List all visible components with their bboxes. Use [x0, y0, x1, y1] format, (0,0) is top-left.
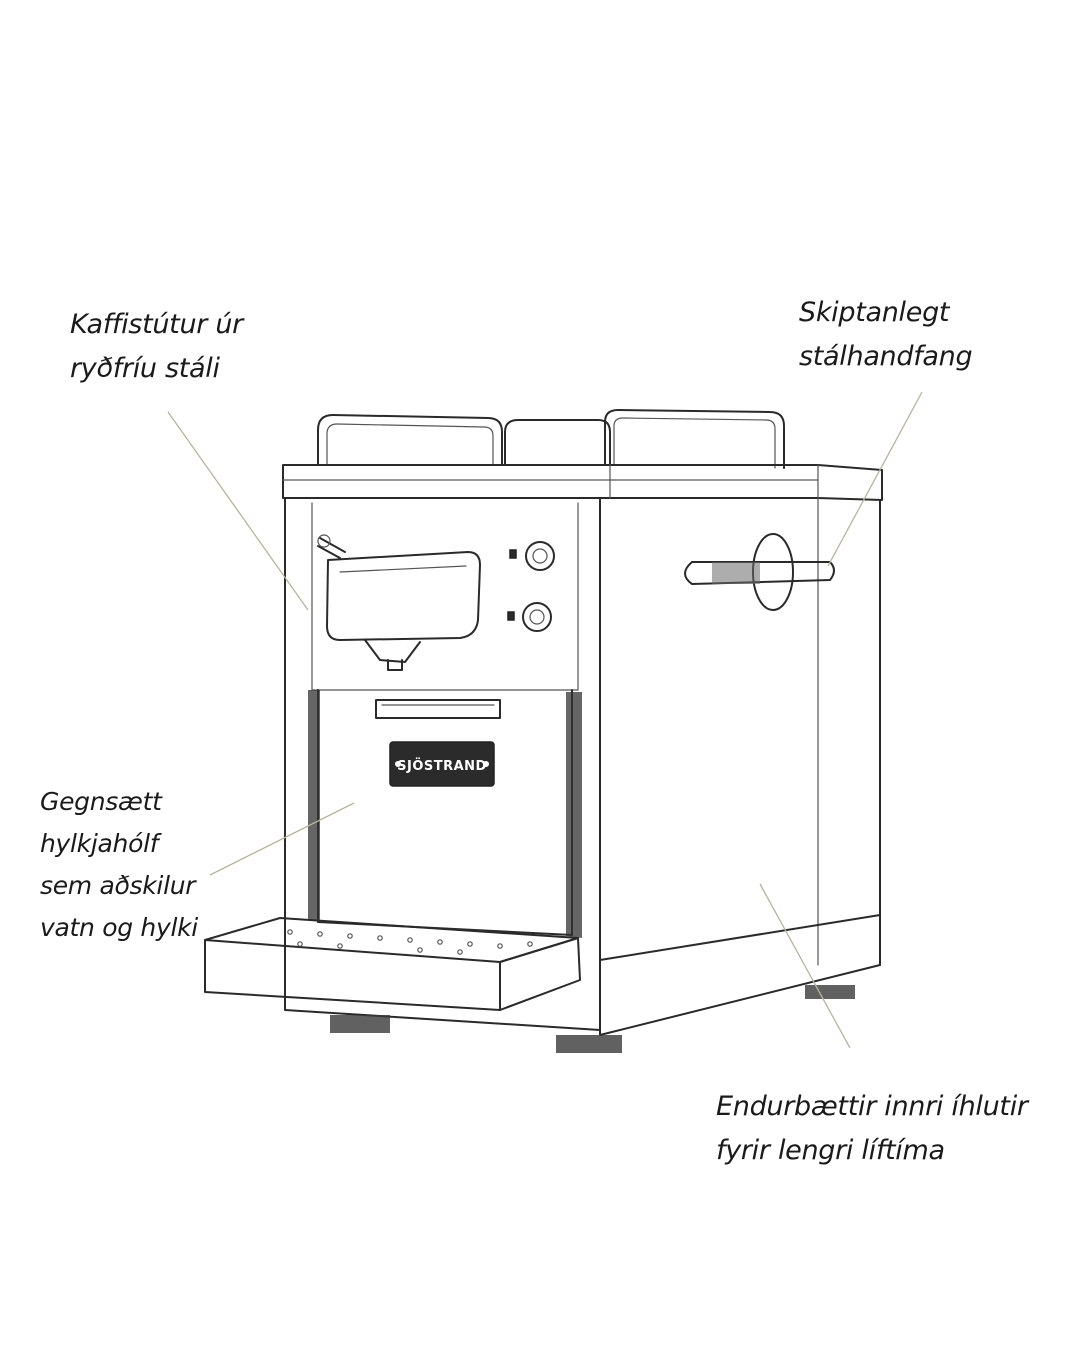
callout-spout-line-1: Kaffistútur úr	[70, 309, 243, 340]
capsule-chamber	[308, 689, 582, 938]
leader-handle	[827, 391, 923, 567]
callout-spout: Kaffistútur úr ryðfríu stáli	[70, 303, 243, 391]
callout-capsule: Gegnsætt hylkjahólf sem aðskilur vatn og…	[40, 781, 198, 949]
leader-capsule	[209, 802, 355, 876]
machine-lid	[282, 464, 883, 501]
control-knobs	[507, 541, 555, 632]
leader-lines	[167, 391, 923, 1049]
leader-internal	[759, 883, 851, 1049]
brand-plate: SJÖSTRAND	[397, 758, 487, 774]
top-handle-left	[317, 414, 503, 466]
callout-internal: Endurbættir innri íhlutir fyrir lengri l…	[716, 1085, 1028, 1173]
drip-tray	[204, 917, 581, 1011]
callout-handle-line-1: Skiptanlegt	[799, 297, 950, 328]
callout-capsule-line-3: sem aðskilur	[40, 871, 196, 900]
callout-handle-line-2: stálhandfang	[799, 341, 973, 372]
callout-handle: Skiptanlegt stálhandfang	[799, 291, 973, 379]
machine-feet	[330, 985, 855, 1053]
top-handle-right	[504, 409, 785, 469]
callout-capsule-line-4: vatn og hylki	[40, 913, 198, 942]
leader-spout	[167, 411, 309, 611]
machine-side	[599, 497, 881, 1036]
callout-spout-line-2: ryðfríu stáli	[70, 353, 220, 384]
callout-capsule-line-2: hylkjahólf	[40, 829, 159, 858]
brand-plate-graphic: SJÖSTRAND	[389, 741, 495, 787]
spout-assembly	[317, 534, 481, 671]
callout-internal-line-1: Endurbættir innri íhlutir	[716, 1091, 1028, 1122]
callout-internal-line-2: fyrir lengri líftíma	[716, 1135, 945, 1166]
side-handle	[684, 533, 835, 611]
callout-capsule-line-1: Gegnsætt	[40, 787, 162, 816]
